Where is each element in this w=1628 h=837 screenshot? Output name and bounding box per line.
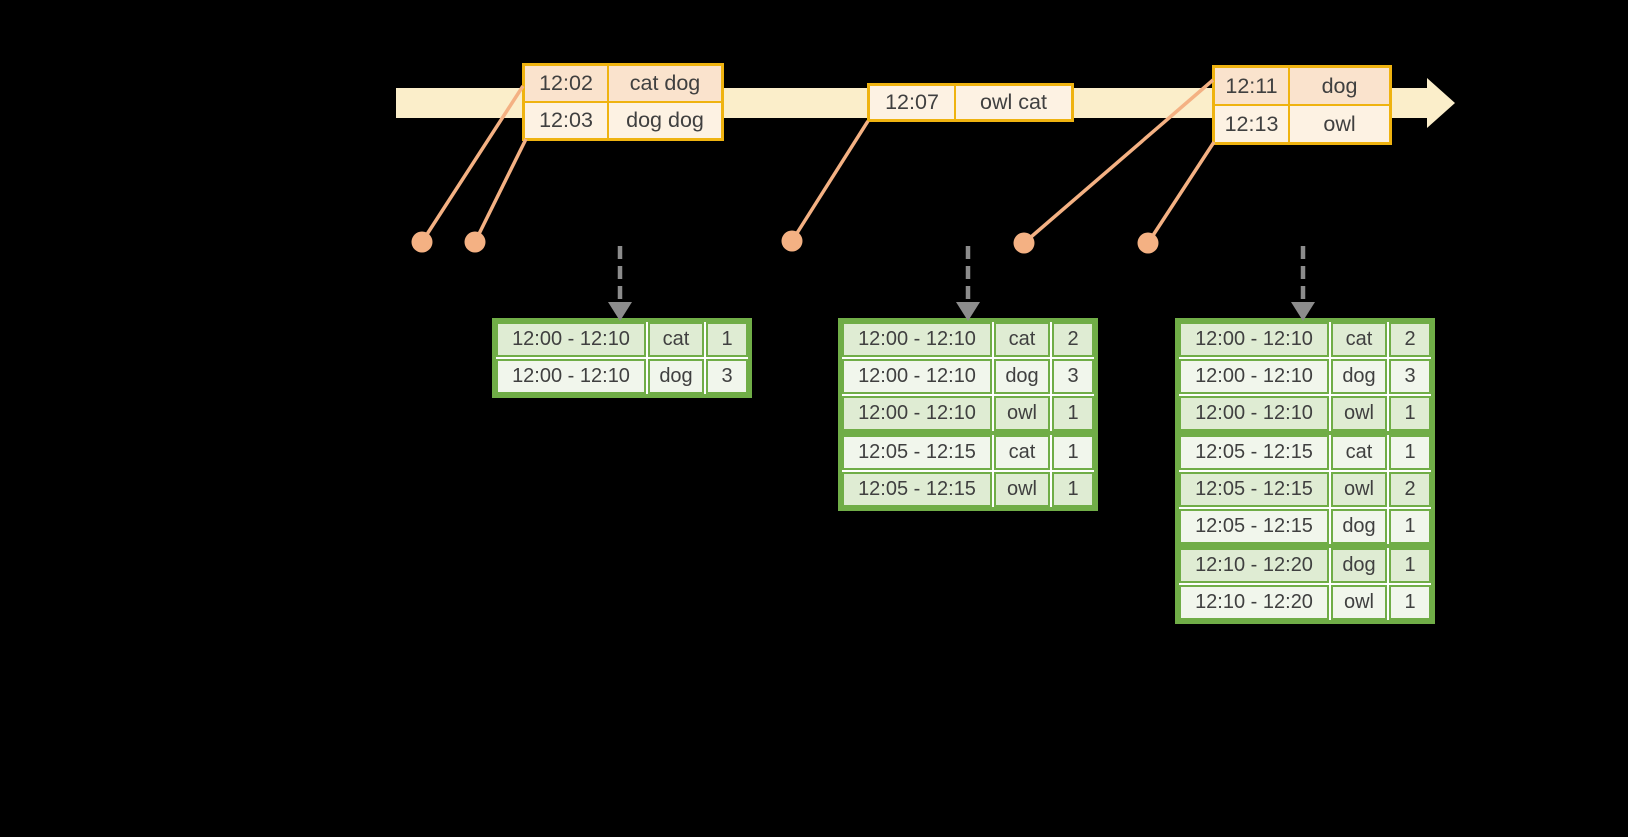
window-cell: 12:10 - 12:20 [1179, 585, 1329, 620]
word-cell: cat [1331, 322, 1387, 357]
result-row: 12:00 - 12:10 owl 1 [842, 396, 1094, 431]
event-time-cell: 12:02 [525, 66, 607, 101]
event-row: 12:02 cat dog [525, 66, 721, 101]
window-cell: 12:05 - 12:15 [842, 435, 992, 470]
count-cell: 1 [1389, 396, 1431, 431]
event-row: 12:11 dog [1215, 68, 1389, 104]
word-cell: cat [994, 322, 1050, 357]
window-cell: 12:05 - 12:15 [842, 472, 992, 507]
count-cell: 2 [1052, 322, 1094, 357]
count-cell: 1 [1389, 585, 1431, 620]
event-dot-icon [464, 231, 486, 253]
result-row: 12:00 - 12:10 dog 3 [842, 359, 1094, 394]
event-time-cell: 12:07 [870, 86, 954, 119]
window-cell: 12:05 - 12:15 [1179, 435, 1329, 470]
result-row: 12:05 - 12:15 cat 1 [1179, 435, 1431, 470]
event-words-cell: cat dog [609, 66, 721, 101]
event-leader-line [790, 120, 870, 242]
window-group-separator [1179, 431, 1431, 435]
window-cell: 12:00 - 12:10 [842, 359, 992, 394]
word-cell: owl [1331, 585, 1387, 620]
event-row: 12:07 owl cat [870, 86, 1071, 119]
window-cell: 12:00 - 12:10 [496, 359, 646, 394]
result-row: 12:10 - 12:20 dog 1 [1179, 548, 1431, 583]
result-row: 12:00 - 12:10 dog 3 [496, 359, 748, 394]
count-cell: 1 [1389, 509, 1431, 544]
event-time-cell: 12:03 [525, 103, 607, 138]
event-words-cell: owl cat [956, 86, 1071, 119]
result-row: 12:05 - 12:15 owl 1 [842, 472, 1094, 507]
window-cell: 12:00 - 12:10 [842, 396, 992, 431]
result-row: 12:00 - 12:10 cat 2 [1179, 322, 1431, 357]
window-cell: 12:00 - 12:10 [842, 322, 992, 357]
event-leader-line [1146, 141, 1216, 244]
window-cell: 12:05 - 12:15 [1179, 509, 1329, 544]
count-cell: 1 [1052, 435, 1094, 470]
result-table-3: 12:00 - 12:10 cat 2 12:00 - 12:10 dog 3 … [1175, 318, 1435, 624]
count-cell: 1 [1052, 472, 1094, 507]
result-row: 12:00 - 12:10 dog 3 [1179, 359, 1431, 394]
event-dot-icon [781, 230, 803, 252]
window-cell: 12:00 - 12:10 [1179, 359, 1329, 394]
word-cell: owl [994, 472, 1050, 507]
word-cell: owl [1331, 472, 1387, 507]
event-table-3: 12:11 dog 12:13 owl [1212, 65, 1392, 145]
window-cell: 12:00 - 12:10 [1179, 396, 1329, 431]
result-row: 12:00 - 12:10 cat 1 [496, 322, 748, 357]
window-group-separator [842, 431, 1094, 435]
window-cell: 12:10 - 12:20 [1179, 548, 1329, 583]
event-words-cell: dog [1290, 68, 1389, 104]
count-cell: 1 [706, 322, 748, 357]
word-cell: dog [994, 359, 1050, 394]
result-row: 12:05 - 12:15 dog 1 [1179, 509, 1431, 544]
count-cell: 1 [1389, 435, 1431, 470]
event-dot-icon [1137, 232, 1159, 254]
event-row: 12:13 owl [1215, 106, 1389, 142]
result-row: 12:10 - 12:20 owl 1 [1179, 585, 1431, 620]
event-leader-line [473, 138, 528, 243]
word-cell: dog [1331, 548, 1387, 583]
window-cell: 12:05 - 12:15 [1179, 472, 1329, 507]
word-cell: cat [1331, 435, 1387, 470]
word-cell: owl [1331, 396, 1387, 431]
window-cell: 12:00 - 12:10 [496, 322, 646, 357]
result-row: 12:05 - 12:15 cat 1 [842, 435, 1094, 470]
word-cell: dog [1331, 509, 1387, 544]
result-table-2: 12:00 - 12:10 cat 2 12:00 - 12:10 dog 3 … [838, 318, 1098, 511]
result-row: 12:00 - 12:10 cat 2 [842, 322, 1094, 357]
count-cell: 1 [1052, 396, 1094, 431]
event-table-2: 12:07 owl cat [867, 83, 1074, 122]
event-dot-icon [411, 231, 433, 253]
event-time-cell: 12:13 [1215, 106, 1288, 142]
timeline-arrow-head-icon [1427, 78, 1455, 128]
count-cell: 3 [706, 359, 748, 394]
window-group-separator [1179, 544, 1431, 548]
word-cell: owl [994, 396, 1050, 431]
window-cell: 12:00 - 12:10 [1179, 322, 1329, 357]
word-cell: dog [648, 359, 704, 394]
result-table-1: 12:00 - 12:10 cat 1 12:00 - 12:10 dog 3 [492, 318, 752, 398]
count-cell: 3 [1052, 359, 1094, 394]
event-row: 12:03 dog dog [525, 103, 721, 138]
count-cell: 1 [1389, 548, 1431, 583]
event-words-cell: dog dog [609, 103, 721, 138]
event-time-cell: 12:11 [1215, 68, 1288, 104]
event-dot-icon [1013, 232, 1035, 254]
event-table-1: 12:02 cat dog 12:03 dog dog [522, 63, 724, 141]
event-words-cell: owl [1290, 106, 1389, 142]
count-cell: 3 [1389, 359, 1431, 394]
word-cell: dog [1331, 359, 1387, 394]
word-cell: cat [994, 435, 1050, 470]
count-cell: 2 [1389, 322, 1431, 357]
result-row: 12:05 - 12:15 owl 2 [1179, 472, 1431, 507]
count-cell: 2 [1389, 472, 1431, 507]
word-cell: cat [648, 322, 704, 357]
result-row: 12:00 - 12:10 owl 1 [1179, 396, 1431, 431]
